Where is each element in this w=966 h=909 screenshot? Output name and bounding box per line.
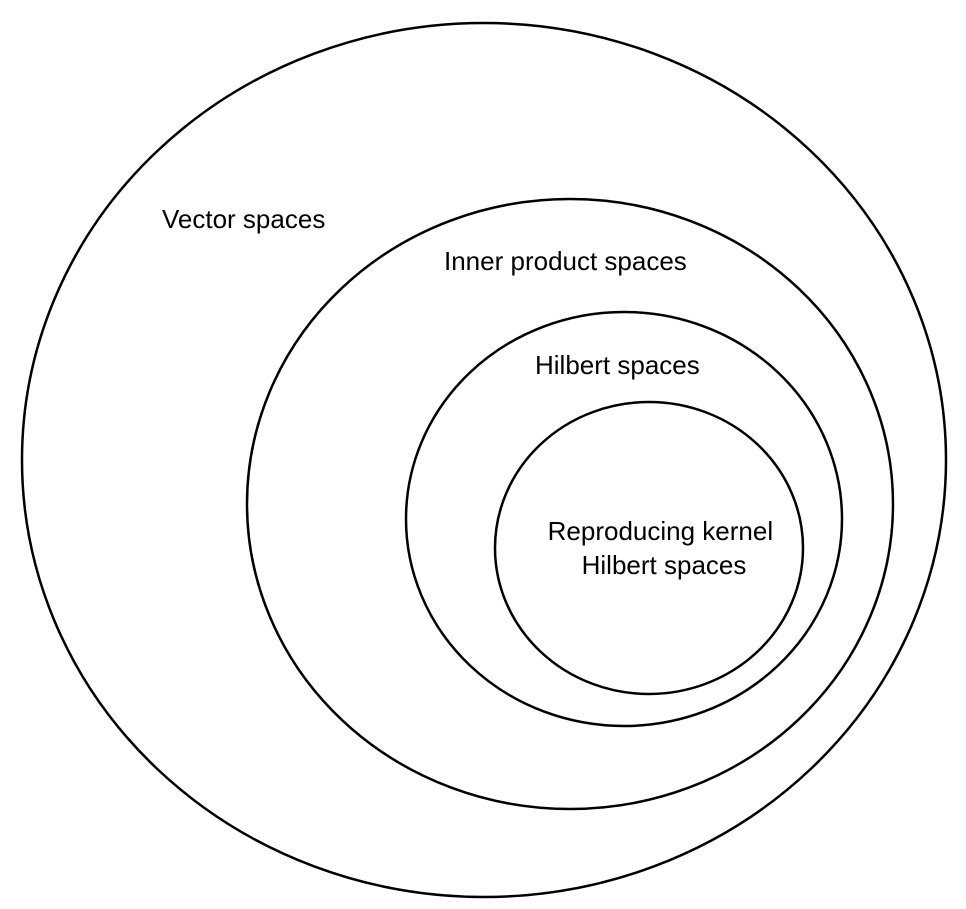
inner-product-spaces-circle <box>245 197 895 811</box>
hilbert-spaces-circle <box>404 310 844 728</box>
rkhs-circle <box>493 400 805 696</box>
rkhs-label-line-2: Hilbert spaces <box>582 550 747 580</box>
vector-spaces-circle <box>20 21 948 899</box>
vector-spaces-label: Vector spaces <box>162 204 325 234</box>
hilbert-spaces-label: Hilbert spaces <box>535 350 700 380</box>
inner-product-spaces-label: Inner product spaces <box>444 246 687 276</box>
rkhs-label-line-1: Reproducing kernel <box>548 516 773 546</box>
rkhs-label: Reproducing kernel Hilbert spaces <box>548 516 781 580</box>
